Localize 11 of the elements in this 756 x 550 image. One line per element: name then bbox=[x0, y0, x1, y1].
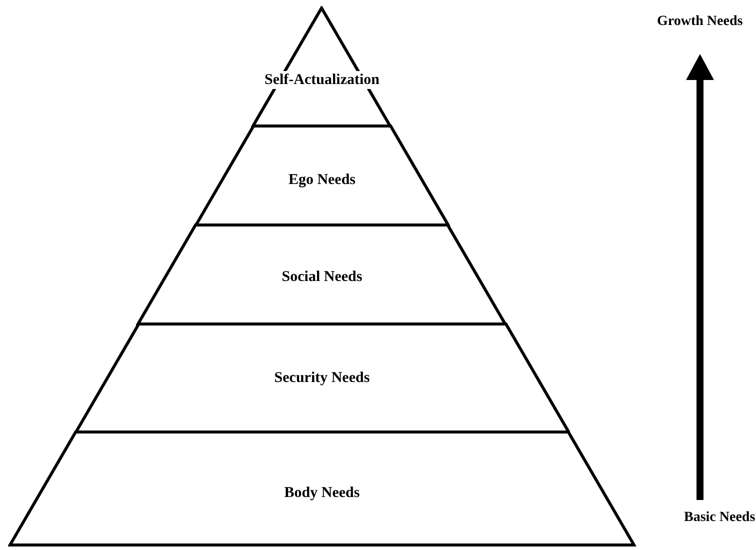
axis-label: Basic Needs bbox=[684, 510, 756, 526]
level-label: Security Needs bbox=[273, 369, 371, 387]
pyramid-level bbox=[194, 124, 450, 227]
level-label: Body Needs bbox=[283, 484, 361, 502]
pyramid-level bbox=[8, 430, 636, 547]
pyramid-level bbox=[74, 322, 570, 434]
axis-label: Growth Needs bbox=[657, 14, 743, 30]
pyramid-level bbox=[136, 223, 508, 326]
level-label: Self-Actualization bbox=[264, 71, 380, 89]
level-label: Ego Needs bbox=[287, 171, 357, 189]
pyramid-level bbox=[251, 6, 393, 128]
